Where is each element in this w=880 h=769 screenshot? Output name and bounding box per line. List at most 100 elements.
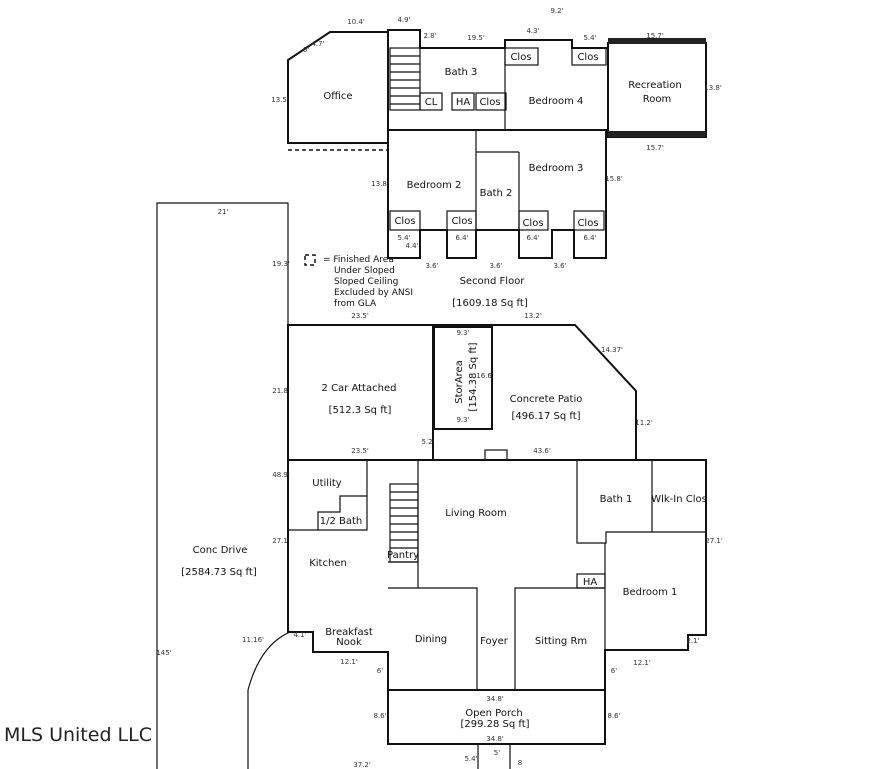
dim-label: 6' <box>611 667 617 675</box>
dim-label: 23.5' <box>351 447 369 455</box>
legend-dashed-square-icon <box>304 254 316 266</box>
label-half-bath: 1/2 Bath <box>320 516 363 527</box>
area-patio: [496.17 Sq ft] <box>511 411 580 422</box>
label-ha-lower: HA <box>583 577 598 588</box>
label-ha-upper: HA <box>456 97 471 108</box>
dim-label: 21.8' <box>272 387 290 395</box>
legend-line1: = Finished Area <box>323 255 394 265</box>
dim-label: 10.4' <box>347 18 365 26</box>
dim-label: 12.1' <box>340 658 358 666</box>
dim-label: 5' <box>494 749 500 757</box>
office-outline <box>287 31 389 144</box>
label-living-room: Living Room <box>445 508 506 519</box>
dim-label: 14.37' <box>601 346 623 354</box>
label-bath3: Bath 3 <box>445 67 478 78</box>
area-storarea: [154.38 Sq ft] <box>468 342 479 411</box>
dim-label: 19.3' <box>272 260 290 268</box>
open-porch-outline <box>387 689 606 745</box>
label-recreation-1: Recreation <box>628 80 681 91</box>
label-foyer: Foyer <box>480 636 509 647</box>
dim-label: 6.4' <box>583 234 596 242</box>
dim-label: 6.4' <box>526 234 539 242</box>
dim-label: 8 <box>518 759 522 767</box>
dim-label: 48.9' <box>272 471 290 479</box>
bedrooms-block-outline <box>387 130 607 259</box>
label-drive: Conc Drive <box>193 545 248 556</box>
dim-label: 13.8' <box>704 84 722 92</box>
dim-label: 4.7' <box>311 40 324 48</box>
dim-label: 23.5' <box>351 312 369 320</box>
dim-label: 12.1' <box>633 659 651 667</box>
dim-label: 2.1' <box>686 637 699 645</box>
dim-label: 6' <box>377 667 383 675</box>
label-clos-b4b: Clos <box>577 52 598 63</box>
dim-label: 3.6' <box>489 262 502 270</box>
label-pantry: Pantry <box>387 550 419 561</box>
area-drive: [2584.73 Sq ft] <box>181 567 257 578</box>
dim-label: 27.1' <box>705 537 723 545</box>
label-clos-b4a: Clos <box>510 52 531 63</box>
label-second-floor: Second Floor <box>460 276 526 287</box>
label-breakfast-2: Nook <box>336 637 362 648</box>
dim-label: 15.7' <box>646 144 664 152</box>
dim-label: 4.1' <box>293 631 306 639</box>
label-garage: 2 Car Attached <box>322 383 397 394</box>
dim-label: 9.3' <box>456 329 469 337</box>
label-bath1: Bath 1 <box>600 494 633 505</box>
label-cl: CL <box>425 97 438 108</box>
dim-label: 43.6' <box>533 447 551 455</box>
label-bath2: Bath 2 <box>480 188 513 199</box>
dim-label: 5.4' <box>464 755 477 763</box>
label-bedroom4: Bedroom 4 <box>529 96 584 107</box>
dim-label: 19.5' <box>467 34 485 42</box>
label-bedroom1: Bedroom 1 <box>623 587 678 598</box>
dim-label: 4.3' <box>526 27 539 35</box>
dim-label: 3.6' <box>425 262 438 270</box>
label-storarea: StorArea <box>454 360 465 404</box>
dim-label: 4.9' <box>397 16 410 24</box>
dim-label: 13.5' <box>271 96 289 104</box>
dim-label: 15.7' <box>646 32 664 40</box>
stairs-upper <box>389 47 421 111</box>
label-clos-2: Clos <box>451 216 472 227</box>
dim-label: 8.6' <box>607 712 620 720</box>
dim-label: 5.2' <box>421 438 434 446</box>
main-floor-outline <box>287 459 707 691</box>
label-clos-4: Clos <box>577 218 598 229</box>
dim-label: 13.2' <box>524 312 542 320</box>
dim-label: 5.4' <box>397 234 410 242</box>
legend-line5: from GLA <box>334 299 377 309</box>
label-breakfast-1: Breakfast <box>325 627 373 638</box>
main-floor-walls <box>287 459 707 691</box>
label-clos-3: Clos <box>522 218 543 229</box>
label-office: Office <box>323 91 352 102</box>
label-clos-1: Clos <box>394 216 415 227</box>
label-recreation-2: Room <box>643 94 671 105</box>
dim-label: 34.8' <box>486 695 504 703</box>
dim-label: 6.4' <box>455 234 468 242</box>
area-garage: [512.3 Sq ft] <box>329 405 392 416</box>
second-floor-walls <box>287 29 707 259</box>
label-utility: Utility <box>312 478 341 489</box>
label-kitchen: Kitchen <box>309 558 347 569</box>
legend-line3: Sloped Ceiling <box>334 277 398 287</box>
dim-label: 27.1' <box>272 537 290 545</box>
dim-label: 11.16' <box>242 636 264 644</box>
dim-label: 5.4' <box>583 34 596 42</box>
label-sitting: Sitting Rm <box>535 636 587 647</box>
upper-block-outline <box>387 29 609 143</box>
label-patio: Concrete Patio <box>510 394 583 405</box>
label-clos-b3: Clos <box>479 97 500 108</box>
dim-label: 37.2' <box>353 761 371 769</box>
dim-label: 2.8' <box>423 32 436 40</box>
area-porch: [299.28 Sq ft] <box>460 719 529 730</box>
dim-label: 9.3' <box>456 416 469 424</box>
label-bedroom2: Bedroom 2 <box>407 180 462 191</box>
dim-label: 16.6' <box>476 372 494 380</box>
legend-line4: Excluded by ANSI <box>334 288 413 298</box>
dim-label: 21' <box>218 208 229 216</box>
dim-label: 15.8' <box>605 175 623 183</box>
dim-label: 6' <box>303 46 309 54</box>
watermark: MLS United LLC <box>4 724 152 746</box>
